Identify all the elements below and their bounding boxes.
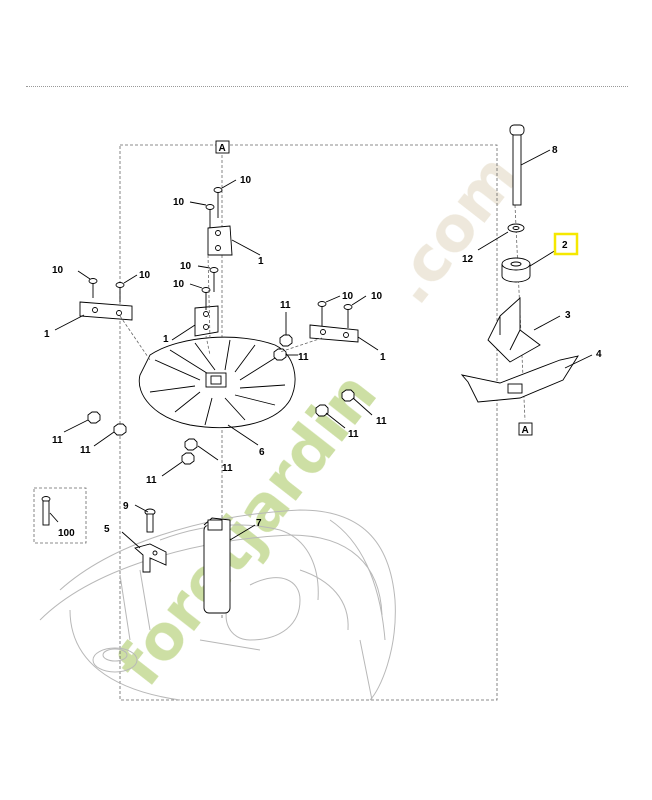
callout-1a: 1 <box>44 329 50 340</box>
callout-10b: 10 <box>139 270 151 281</box>
callout-11f: 11 <box>80 445 91 456</box>
shaft-part-7 <box>203 517 231 614</box>
callout-1b: 1 <box>258 256 264 267</box>
callout-10h: 10 <box>371 291 383 302</box>
section-marker-right: A <box>518 422 533 436</box>
callout-5: 5 <box>104 524 110 535</box>
clamp-plate-1d <box>309 324 359 343</box>
callout-9: 9 <box>123 501 129 512</box>
callout-2: 2 <box>562 240 568 251</box>
kit-screw-100 <box>41 496 51 526</box>
assembly-frame <box>119 144 498 701</box>
lower-blade-part-4 <box>460 355 579 403</box>
cutting-disc-part-6 <box>138 336 296 428</box>
nut-11e <box>87 411 101 424</box>
screw-part-9 <box>144 508 156 533</box>
callout-6: 6 <box>259 447 265 458</box>
callout-10g: 10 <box>342 291 354 302</box>
callout-1c: 1 <box>163 334 169 345</box>
callout-10a: 10 <box>52 265 64 276</box>
callout-11a: 11 <box>280 300 291 311</box>
svg-text:A: A <box>522 425 529 436</box>
nut-11a <box>279 334 293 347</box>
screw-10c <box>213 187 223 218</box>
washer-part-12 <box>507 223 525 233</box>
callout-12: 12 <box>462 254 474 265</box>
nut-11d <box>315 404 329 417</box>
clamp-plate-1a <box>79 301 133 321</box>
section-marker-top: A <box>215 140 230 154</box>
bolt-part-8 <box>509 124 525 206</box>
callout-11c: 11 <box>376 416 387 427</box>
screw-10b <box>115 282 125 302</box>
callout-10c: 10 <box>240 175 252 186</box>
nut-11b <box>273 348 287 361</box>
screw-10f <box>201 287 211 310</box>
clamp-plate-1b <box>207 225 233 256</box>
callout-11h: 11 <box>146 475 157 486</box>
mower-deck-outline <box>39 509 396 701</box>
callout-100: 100 <box>58 528 75 539</box>
callout-11d: 11 <box>348 429 359 440</box>
nut-11g <box>184 438 198 451</box>
callout-8: 8 <box>552 145 558 156</box>
upper-blade-part-3 <box>487 296 541 363</box>
screw-10e <box>209 267 219 292</box>
watermark-logo: foretjardin .com <box>102 140 533 699</box>
kit-frame <box>33 487 87 544</box>
screw-10a <box>88 278 98 298</box>
nut-11f <box>113 423 127 436</box>
callout-11b: 11 <box>298 352 309 363</box>
svg-text:A: A <box>219 143 226 154</box>
callout-11e: 11 <box>52 435 63 446</box>
callout-11g: 11 <box>222 463 233 474</box>
callout-10d: 10 <box>173 197 185 208</box>
nut-11h <box>181 452 195 465</box>
callout-3: 3 <box>565 310 571 321</box>
highlight-box <box>553 232 579 256</box>
spacer-part-2 <box>501 257 531 283</box>
clamp-plate-1c <box>194 305 219 337</box>
callout-10f: 10 <box>173 279 185 290</box>
callout-4: 4 <box>596 349 602 360</box>
top-divider <box>26 86 628 87</box>
bracket-part-5 <box>134 543 167 573</box>
screw-10h <box>343 304 353 328</box>
callout-1d: 1 <box>380 352 386 363</box>
screw-10g <box>317 301 327 326</box>
callout-10e: 10 <box>180 261 192 272</box>
screw-10d <box>205 204 215 228</box>
nut-11c <box>341 389 355 402</box>
callout-7: 7 <box>256 518 262 529</box>
